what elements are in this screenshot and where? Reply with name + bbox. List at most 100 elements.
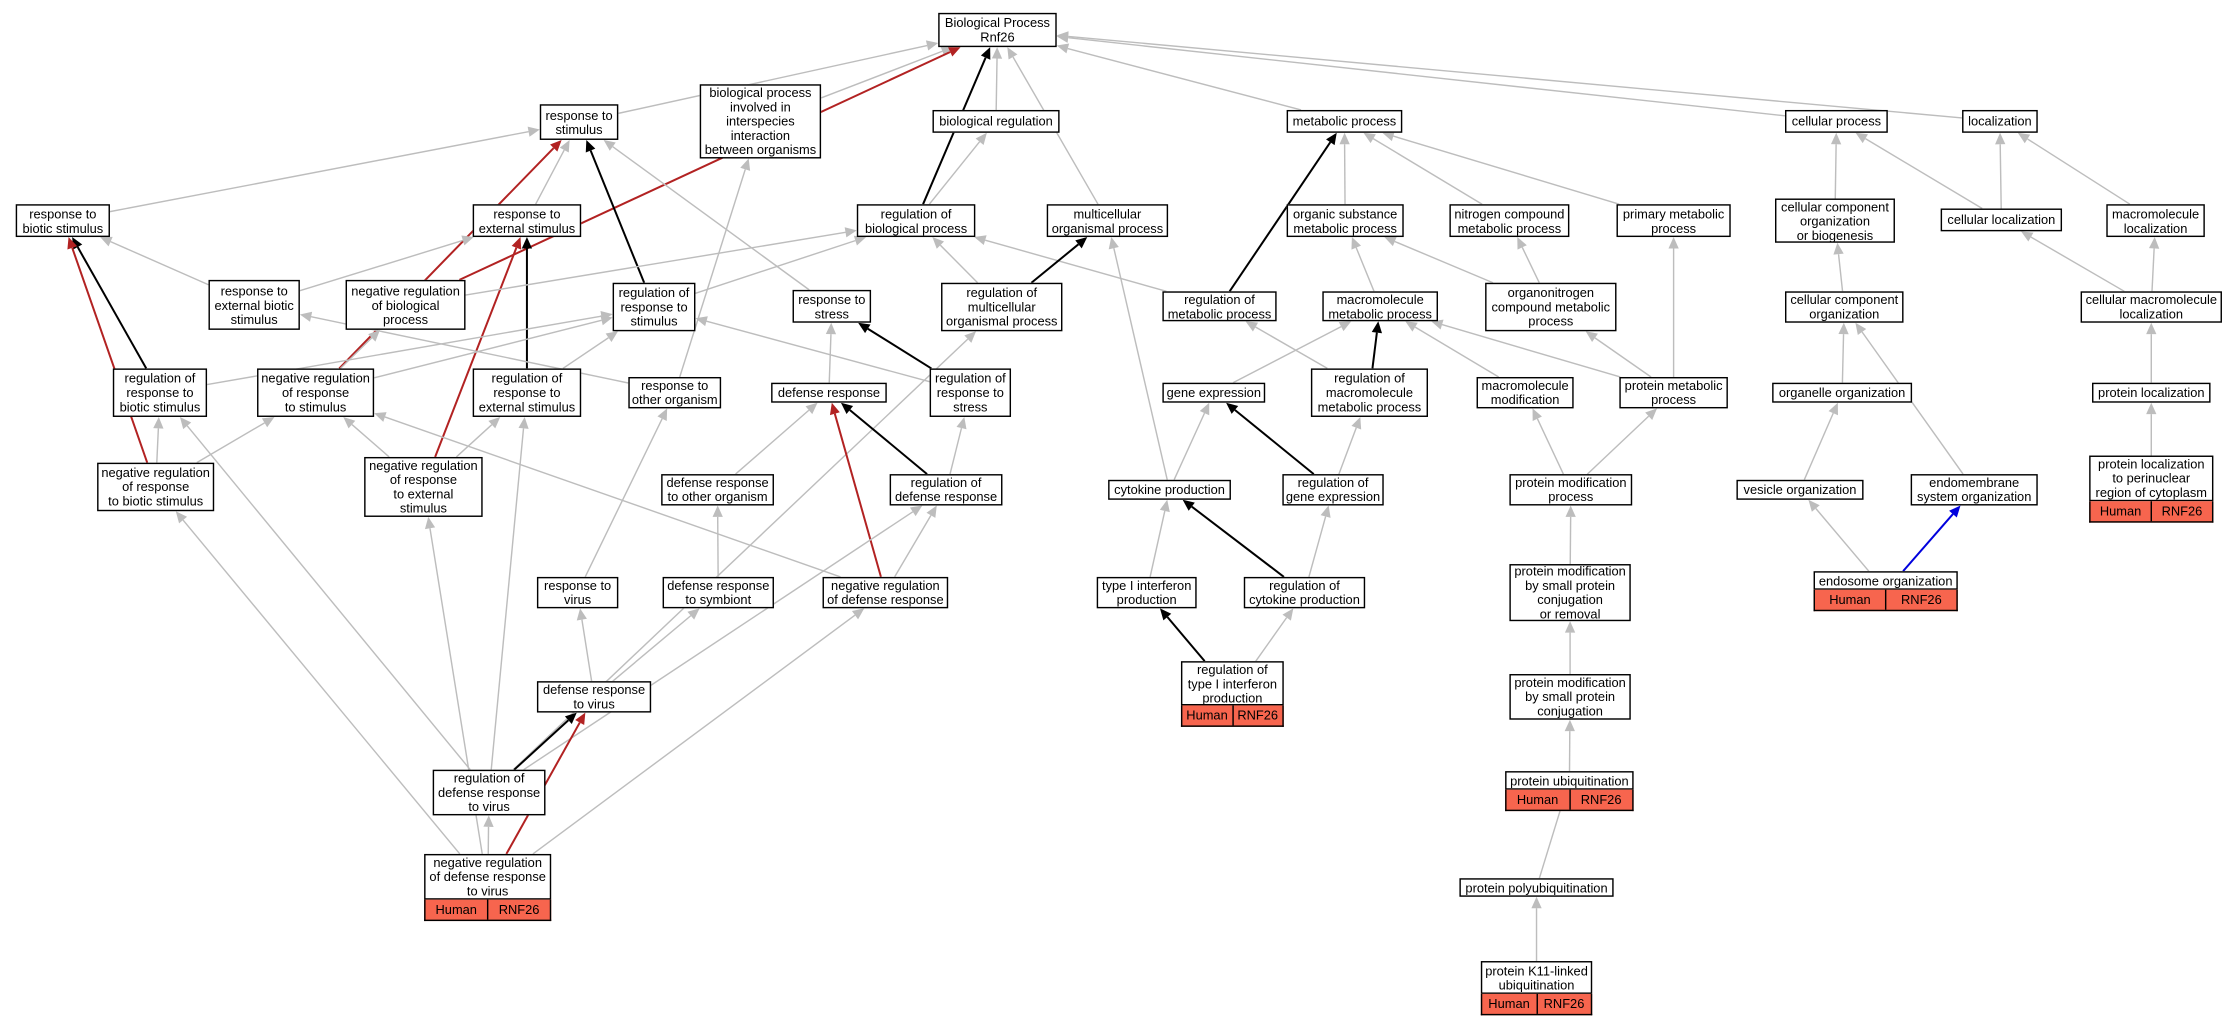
go-term-label-line: defense response bbox=[667, 578, 770, 593]
arrowhead-protmp-to-pmp bbox=[1668, 237, 1679, 249]
go-term-label-line: primary metabolic bbox=[1622, 206, 1725, 221]
arrowhead-nrrtbs-to-nrrts bbox=[261, 416, 275, 428]
edge-nrrtbs-to-nrrts bbox=[196, 422, 265, 464]
go-term-gexp[interactable]: gene expression bbox=[1162, 382, 1266, 403]
annotation-species[interactable]: Human bbox=[2091, 501, 2152, 522]
annotation-species[interactable]: Human bbox=[426, 899, 489, 920]
arrowhead-nrrtes-to-rtes bbox=[511, 237, 522, 250]
go-term-label-line: process bbox=[383, 312, 429, 327]
edge-rtes-to-rts bbox=[535, 149, 565, 205]
arrowhead-rdrtv-to-rmop bbox=[964, 331, 977, 343]
annotation-species[interactable]: Human bbox=[1815, 589, 1887, 610]
go-term-label-line: compound metabolic bbox=[1491, 299, 1611, 315]
go-term-ppubq[interactable]: protein polyubiquitination bbox=[1459, 878, 1614, 897]
go-term-breg[interactable]: biological regulation bbox=[932, 109, 1060, 133]
go-term-label-line: regulation of bbox=[1297, 475, 1369, 490]
go-term-cytp[interactable]: cytokine production bbox=[1108, 479, 1231, 500]
go-term-label-line: multicellular bbox=[967, 299, 1036, 315]
go-term-label-line: modification bbox=[1490, 392, 1560, 407]
edge-eso-to-cco bbox=[1861, 331, 1964, 475]
arrowhead-cytp-to-gexp bbox=[1199, 402, 1210, 416]
edge-rmp-to-metab bbox=[1228, 141, 1332, 292]
go-term-vorg[interactable]: vesicle organization bbox=[1736, 479, 1864, 500]
annotation-gene[interactable]: RNF26 bbox=[1901, 592, 1942, 607]
annotation-gene[interactable]: RNF26 bbox=[1543, 996, 1585, 1012]
edge-rdefr-to-rrtstr bbox=[949, 427, 963, 475]
go-term-label-line: region of cytoplasm bbox=[2095, 485, 2207, 500]
go-term-cellp[interactable]: cellular process bbox=[1785, 109, 1888, 133]
annotation-gene[interactable]: RNF26 bbox=[498, 902, 540, 917]
edge-cco-to-ccob bbox=[1837, 254, 1844, 292]
go-term-endo[interactable]: endosome organization bbox=[1813, 571, 1958, 590]
annotation-species[interactable]: Human bbox=[1182, 705, 1234, 726]
go-term-label-line: cellular macromolecule bbox=[2085, 292, 2218, 308]
arrowhead-nrrts-to-rrts bbox=[600, 315, 613, 326]
arrowhead-drtoo-to-defr bbox=[805, 402, 818, 415]
annotation-gene[interactable]: RNF26 bbox=[2161, 504, 2203, 519]
annotation-gene[interactable]: RNF26 bbox=[1237, 708, 1279, 723]
edge-nrrtbs-to-rrtbs bbox=[156, 428, 160, 463]
go-term-defr[interactable]: defense response bbox=[771, 382, 887, 403]
go-term-cloc[interactable]: cellular localization bbox=[1940, 208, 2063, 232]
go-term-loc[interactable]: localization bbox=[1962, 109, 2038, 133]
go-term-oorg[interactable]: organelle organization bbox=[1772, 382, 1913, 403]
annotation-species[interactable]: Human bbox=[1507, 789, 1571, 810]
go-term-ploc[interactable]: protein localization bbox=[2092, 382, 2211, 403]
annotation-gene[interactable]: RNF26 bbox=[1580, 792, 1622, 807]
annotation-species[interactable]: Human bbox=[1482, 993, 1538, 1014]
go-term-label-line: regulation of bbox=[1196, 661, 1268, 677]
go-term-pubq[interactable]: protein ubiquitination bbox=[1505, 771, 1634, 790]
go-term-metab[interactable]: metabolic process bbox=[1286, 109, 1403, 133]
